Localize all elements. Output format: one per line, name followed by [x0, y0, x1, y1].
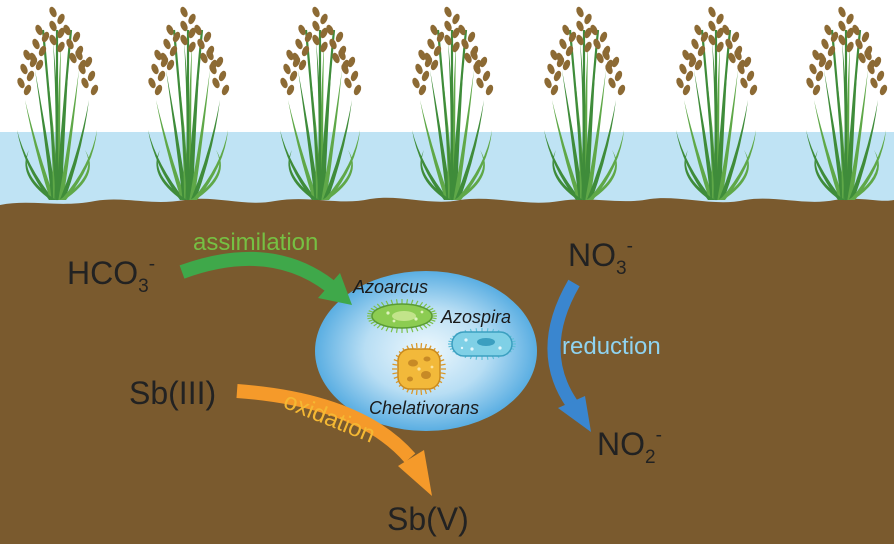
chem-antimonate: Sb(V)	[387, 501, 469, 537]
chem-bicarbonate: HCO3-	[67, 254, 155, 297]
label-azospira: Azospira	[440, 307, 511, 327]
reduction-arrow	[547, 279, 591, 432]
rice-plant-icon	[412, 6, 494, 201]
chem-nitrite-base: NO	[597, 426, 645, 462]
bacterium-chelativorans-icon	[392, 343, 446, 395]
rice-plant-icon	[148, 6, 230, 201]
sky	[0, 0, 894, 132]
label-chelativorans: Chelativorans	[369, 398, 479, 418]
chem-bicarbonate-sub: 3	[138, 276, 149, 297]
rice-plant-icon	[806, 6, 888, 201]
bacterium-azospira-icon	[448, 328, 516, 360]
chem-nitrite-sub: 2	[645, 447, 656, 468]
rice-plant-icon	[676, 6, 758, 201]
rice-plant-icon	[544, 6, 626, 201]
chem-bicarbonate-base: HCO	[67, 255, 138, 291]
chem-nitrate-base: NO	[568, 237, 616, 273]
chem-nitrate-sup: -	[627, 236, 633, 257]
assimilation-arrow	[179, 251, 352, 305]
rice-plants	[17, 6, 888, 201]
oxidation-arrow	[236, 384, 432, 496]
chem-nitrite-sup: -	[656, 425, 662, 446]
chem-nitrate-sub: 3	[616, 258, 627, 279]
label-azoarcus: Azoarcus	[352, 277, 428, 297]
chem-nitrate: NO3-	[568, 236, 633, 279]
process-reduction: reduction	[562, 333, 661, 360]
chem-bicarbonate-sup: -	[149, 254, 155, 275]
rice-plant-icon	[280, 6, 362, 201]
process-assimilation: assimilation	[193, 229, 318, 256]
chem-antimonite: Sb(III)	[129, 375, 216, 411]
rice-plant-icon	[17, 6, 99, 201]
bacterium-azoarcus-icon	[367, 299, 437, 333]
chem-nitrite: NO2-	[597, 425, 662, 468]
